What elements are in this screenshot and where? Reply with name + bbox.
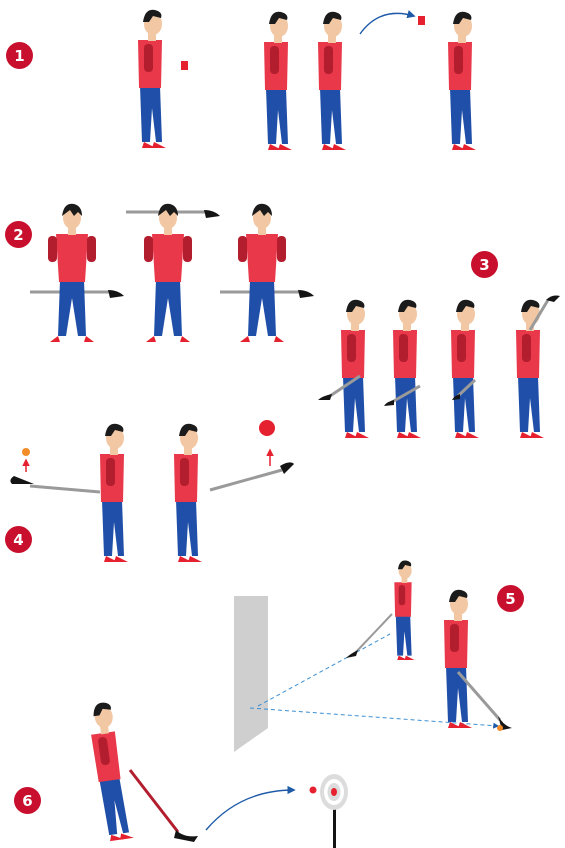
exercise-5-figures [234,560,512,752]
ball-icon [22,448,30,456]
exercise-3-figures [318,296,560,439]
card-icon [181,61,188,70]
step-badge-1: 1 [6,42,33,69]
shot-arrow [206,790,294,830]
ball-icon [310,787,317,794]
exercise-4-figures [10,420,294,562]
ball-icon [497,725,503,731]
step-badge-3: 3 [471,251,498,278]
step-badge-4: 4 [5,526,32,553]
step-badge-6: 6 [14,787,41,814]
exercise-6-figures [87,701,348,848]
target-icon [320,774,348,848]
ball-icon [259,420,275,436]
exercise-2-figures [30,204,314,342]
wall [234,596,268,752]
step-badge-2: 2 [5,221,32,248]
step-badge-5: 5 [497,585,524,612]
throw-arrow [360,13,414,34]
card-icon [418,16,425,25]
exercise-1-figures [138,10,476,150]
